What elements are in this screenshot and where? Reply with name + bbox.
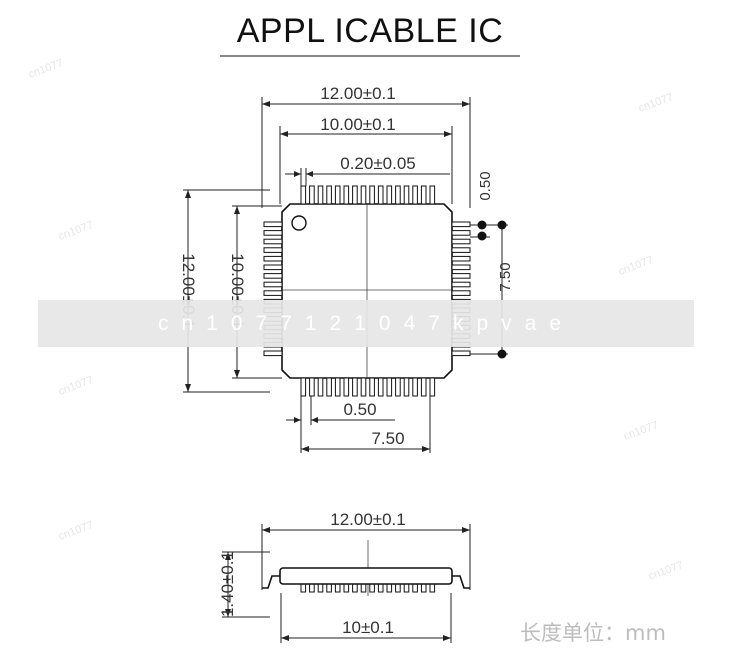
ic-lead [343,377,350,397]
ic-lead [300,377,307,397]
ic-lead [360,185,367,205]
ic-lead [352,185,358,205]
ic-lead [263,264,283,271]
dim-body-inner: 10.00±0.1 [320,115,396,134]
ic-lead [263,247,283,253]
top-arrowheads [262,101,470,177]
ic-lead [412,377,418,397]
dim-lead-width: 0.20±0.05 [340,154,416,173]
ic-lead [451,281,471,288]
ic-lead [263,238,283,245]
ic-lead [334,377,341,397]
ic-lead [263,230,283,236]
side-lead-right [452,575,470,589]
ic-lead [420,377,427,397]
ic-lead [451,255,471,262]
ic-lead [395,377,401,397]
pins-bottom [300,377,436,397]
ic-lead [451,264,471,271]
svg-text:cn1077: cn1077 [57,219,95,243]
ic-lead [451,221,471,228]
right-dim-dots [477,220,507,359]
side-arrowheads [225,527,470,641]
left-arrowheads [185,190,240,392]
ic-lead [451,247,471,253]
ic-lead [377,185,384,205]
ic-lead [377,377,384,397]
ic-lead [263,350,283,357]
ic-lead [386,377,393,397]
pins-top [300,185,436,205]
svg-text:cn1077: cn1077 [637,91,675,115]
dim-side-body: 10±0.1 [342,618,394,637]
bottom-arrowheads [294,417,430,452]
ic-lead [334,185,341,205]
ic-lead [317,185,324,205]
ic-lead [352,377,358,397]
ic-lead [309,185,315,205]
ic-lead [451,230,471,236]
ic-lead [317,377,324,397]
ic-lead [369,185,375,205]
svg-text:cn1077: cn1077 [647,559,685,583]
dim-right-span: 7.50 [497,262,514,291]
ic-lead [420,185,427,205]
ic-lead [263,281,283,288]
svg-text:cn1077: cn1077 [57,374,95,398]
unit-note: 长度单位：mm [520,621,666,645]
svg-text:cn1077: cn1077 [617,254,655,278]
ic-lead [300,185,307,205]
dim-body-outer: 12.00±0.1 [320,84,396,103]
dim-side-length: 12.00±0.1 [330,510,406,529]
ic-lead [326,377,332,397]
ic-lead [369,377,375,397]
ic-lead [451,290,471,296]
ic-lead [403,185,410,205]
ic-lead [263,221,283,228]
svg-text:cn1077: cn1077 [57,519,95,543]
ic-lead [263,255,283,262]
page-title: APPL ICABLE IC [236,12,504,50]
ic-lead [429,377,436,397]
ic-lead [263,290,283,296]
dim-lead-pitch: 0.50 [343,400,376,419]
watermark-band: cn1077121047kpvae [38,300,694,347]
ic-lead [412,185,418,205]
ic-lead [386,185,393,205]
svg-text:cn1077: cn1077 [27,57,65,81]
dim-side-height: 1.40±0.1 [218,551,237,617]
ic-side-view [262,540,470,596]
pin1-marker [291,215,307,231]
ic-lead [451,350,471,357]
side-lead-left [262,575,280,589]
ic-lead [451,238,471,245]
dim-right-pitch: 0.50 [477,171,494,200]
left-dimension-lines [183,189,282,393]
svg-text:cn1077: cn1077 [622,419,660,443]
dim-lead-span: 7.50 [371,429,404,448]
watermark-text: cn1077121047kpvae [157,311,574,335]
ic-lead [263,273,283,279]
ic-lead [309,377,315,397]
ic-lead [403,377,410,397]
ic-top-view [263,185,471,397]
ic-lead [451,273,471,279]
ic-lead [360,377,367,397]
ic-lead [343,185,350,205]
ic-lead [429,185,436,205]
ic-side-body [279,567,453,585]
ic-lead [395,185,401,205]
side-dimension-lines [222,524,471,643]
ic-lead [326,185,332,205]
